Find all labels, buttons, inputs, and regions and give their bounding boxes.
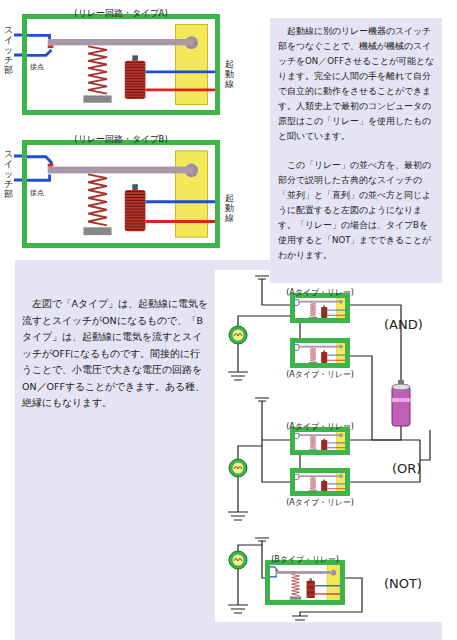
relay-box: (Aタイプ・リレー)	[290, 338, 350, 368]
gate-label: (NOT)	[384, 577, 422, 591]
relay-caption: (Aタイプ・リレー)	[286, 370, 354, 379]
caption-holder: (Aタイプ・リレー)	[250, 414, 390, 433]
relay-caption: (Aタイプ・リレー)	[286, 422, 354, 431]
caption-holder: (リレー回路・タイプB)	[22, 127, 220, 146]
part-label: スイッチ部	[4, 26, 13, 75]
relay-caption: (Bタイプ・リレー)	[271, 555, 339, 564]
wire-connector	[299, 323, 300, 338]
part-label: 接点	[30, 64, 44, 72]
gate-label: (OR)	[392, 462, 421, 476]
part-label: 接点	[30, 190, 44, 198]
caption-holder: (Bタイプ・リレー)	[235, 547, 375, 566]
caption-holder: (Aタイプ・リレー)	[250, 280, 390, 299]
paragraph: 左図で「Aタイプ」は、起動線に電気を流すとスイッチがONになるもので、「Bタイプ…	[22, 296, 210, 412]
caption-holder: (リレー回路・タイプA)	[22, 1, 220, 20]
caption-holder: (Aタイプ・リレー)	[250, 490, 390, 509]
wire-connector	[299, 455, 300, 468]
paragraph: この「リレー」の並べ方を、最初の部分で説明した古典的なスイッチの「並列」と「直列…	[278, 158, 434, 263]
relay-box: (Aタイプ・リレー)	[290, 468, 350, 496]
part-label: スイッチ部	[4, 150, 13, 199]
relay-housing: (リレー回路・タイプB)	[22, 140, 220, 248]
relay-caption: (リレー回路・タイプB)	[74, 134, 167, 144]
part-label: 起動線	[225, 194, 234, 224]
relay-caption: (Aタイプ・リレー)	[286, 498, 354, 507]
relay-box: (Aタイプ・リレー)	[290, 427, 350, 455]
paragraph: 起動線に別のリレー機器のスイッチ部をつなぐことで、機械が機械のスイッチをON／O…	[278, 24, 434, 144]
gate-label: (AND)	[384, 318, 423, 332]
part-label: 起動線	[225, 60, 234, 90]
relay-housing: (リレー回路・タイプA)	[22, 14, 220, 115]
relay-caption: (リレー回路・タイプA)	[74, 8, 167, 18]
relay-caption: (Aタイプ・リレー)	[286, 288, 354, 297]
caption-holder: (Aタイプ・リレー)	[250, 362, 390, 381]
text-block: 左図で「Aタイプ」は、起動線に電気を流すとスイッチがONになるもので、「Bタイプ…	[22, 296, 210, 412]
relay-box: (Aタイプ・リレー)	[290, 293, 350, 323]
relay-box: (Bタイプ・リレー)	[265, 560, 345, 605]
text-panel: 起動線に別のリレー機器のスイッチ部をつなぐことで、機械が機械のスイッチをON／O…	[270, 18, 442, 283]
